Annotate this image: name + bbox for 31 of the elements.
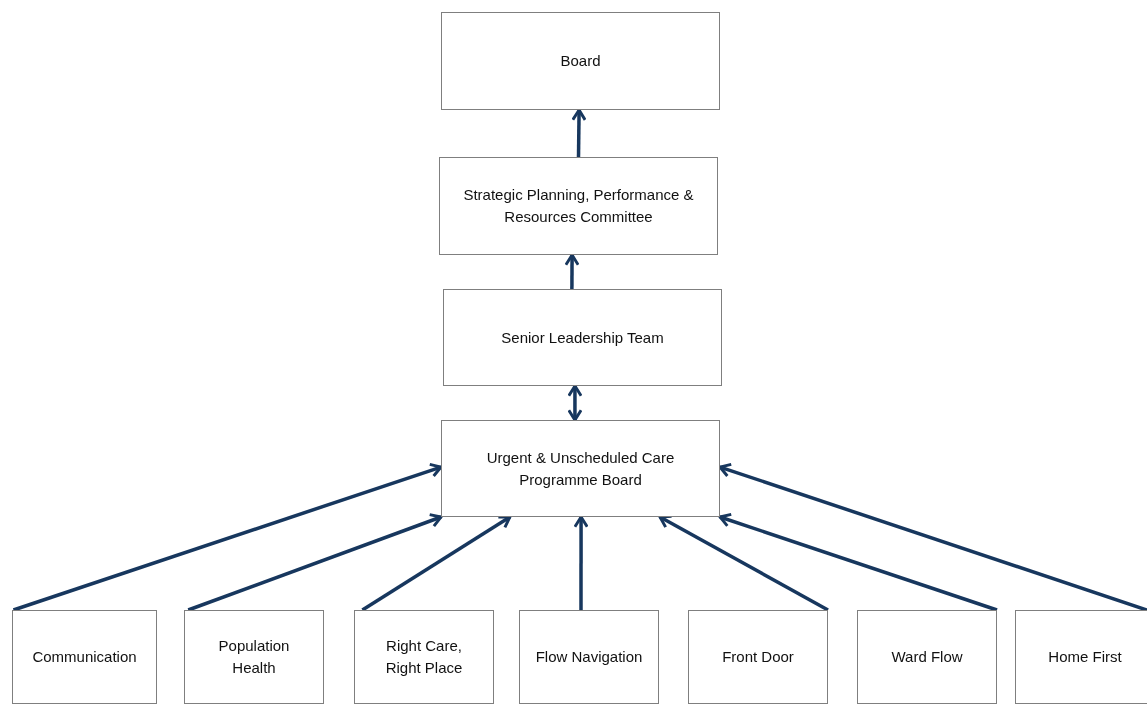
workstream-box: [519, 610, 659, 704]
arrow: [571, 108, 587, 158]
arrow: [573, 515, 589, 610]
committee-box: [439, 157, 718, 255]
arrow: [187, 513, 443, 612]
committee-box: [443, 289, 722, 386]
workstream-box: [1015, 610, 1147, 704]
workstream-box: [857, 610, 997, 704]
workstream-box: [688, 610, 828, 704]
arrow: [718, 462, 1147, 612]
box-label: Communication: [32, 647, 137, 667]
box-label: Population Health: [217, 636, 291, 678]
box-label: Front Door: [722, 647, 794, 667]
workstream-box: [354, 610, 494, 704]
arrow: [564, 253, 580, 289]
arrow: [567, 384, 583, 422]
committee-box: [441, 420, 720, 517]
workstream-box: [184, 610, 324, 704]
box-label: Strategic Planning, Performance & Resources Committee: [462, 185, 695, 227]
box-label: Senior Leadership Team: [501, 327, 664, 348]
box-label: Board: [560, 51, 601, 71]
box-label: Right Care, Right Place: [384, 636, 464, 678]
workstream-box: [12, 610, 157, 704]
box-label: Flow Navigation: [535, 647, 643, 667]
arrow: [361, 515, 512, 612]
arrow: [718, 512, 998, 612]
arrow: [12, 462, 443, 612]
box-label: Urgent & Unscheduled Care Programme Board: [485, 447, 676, 490]
box-label: Home First: [1048, 647, 1122, 667]
committee-box: [441, 12, 720, 110]
box-label: Ward Flow: [891, 647, 963, 667]
